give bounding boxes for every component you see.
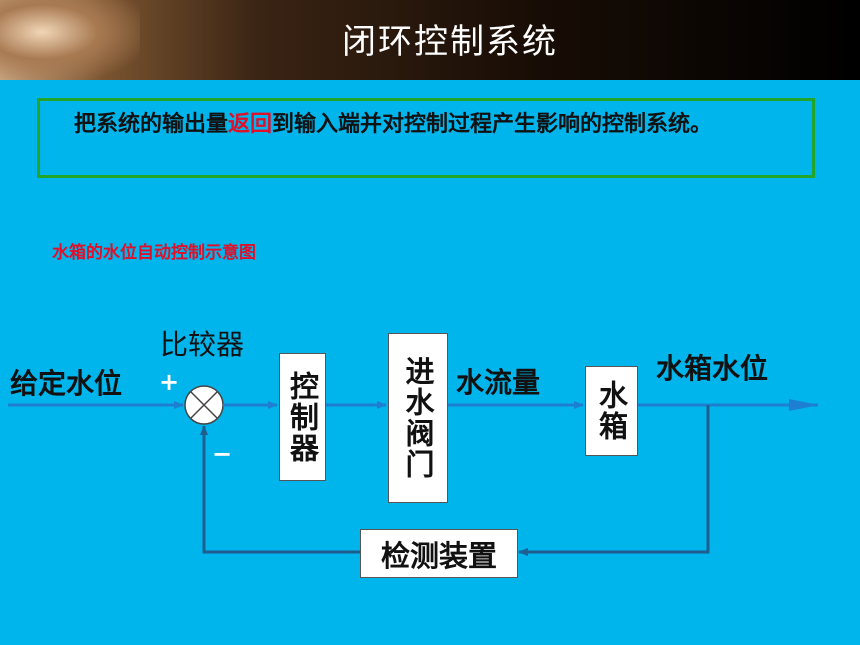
tank-label: 水箱 — [594, 380, 629, 442]
input-label: 给定水位 — [10, 367, 123, 400]
output-label: 水箱水位 — [656, 352, 769, 385]
flow-label: 水流量 — [456, 366, 541, 399]
comparator — [184, 385, 224, 425]
controller-label: 控制器 — [285, 370, 320, 464]
feedback-to-sensor — [518, 405, 710, 556]
plus-sign: + — [159, 368, 180, 396]
definition-box: 把系统的输出量返回到输入端并对控制过程产生影响的控制系统。 — [37, 98, 815, 178]
definition-text-before: 把系统的输出量 — [52, 112, 229, 137]
valve-block: 进水阀门 — [388, 333, 448, 503]
minus-sign: − — [212, 440, 233, 468]
sensor-block: 检测装置 — [360, 529, 518, 578]
diagram-caption: 水箱的水位自动控制示意图 — [52, 243, 256, 263]
valve-label: 进水阀门 — [401, 356, 435, 480]
slide-title: 闭环控制系统 — [342, 22, 558, 62]
feedback-to-comparator — [200, 425, 360, 554]
tank-block: 水箱 — [585, 366, 638, 456]
controller-block: 控制器 — [279, 353, 326, 481]
definition-highlight: 返回 — [228, 112, 273, 137]
sensor-label: 检测装置 — [380, 538, 497, 573]
definition-text-after: 到输入端并对控制过程产生影响的控制系统。 — [272, 112, 713, 137]
slide-header: 闭环控制系统 — [0, 0, 860, 80]
comparator-label: 比较器 — [160, 328, 245, 361]
pen-photo — [0, 0, 140, 80]
